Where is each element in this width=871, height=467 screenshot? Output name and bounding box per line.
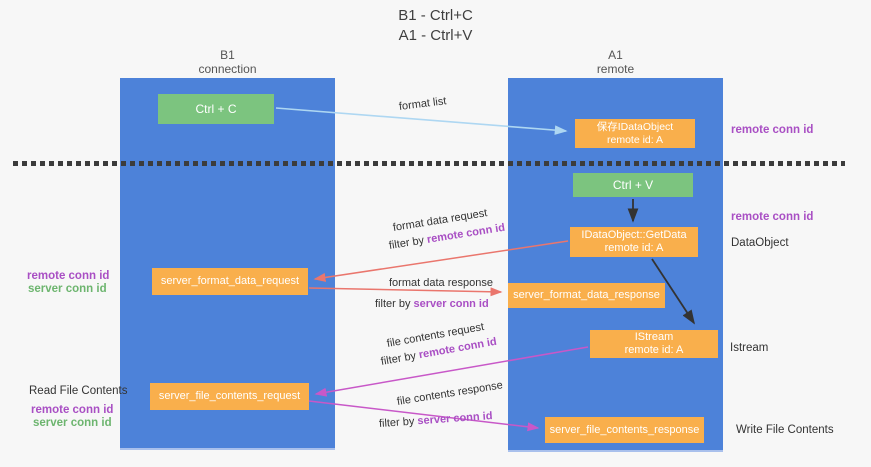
left-remote-conn-id-2: remote conn id bbox=[31, 404, 114, 416]
left-server-conn-id-2: server conn id bbox=[33, 417, 112, 429]
server-file-contents-response-label: server_file_contents_response bbox=[549, 423, 700, 436]
filter-by-text: filter by bbox=[375, 298, 414, 310]
right-remote-conn-id-top: remote conn id bbox=[731, 124, 814, 136]
right-write-file-contents-label: Write File Contents bbox=[736, 424, 834, 436]
istream-box: IStream remote id: A bbox=[590, 330, 718, 358]
right-column-role: remote bbox=[596, 62, 635, 76]
right-istream-label: Istream bbox=[730, 342, 769, 354]
arrow-file-contents-request bbox=[314, 346, 589, 397]
arrow-file-contents-response bbox=[308, 400, 540, 432]
server-file-contents-response-box: server_file_contents_response bbox=[545, 417, 704, 443]
right-remote-conn-id-mid: remote conn id bbox=[731, 211, 814, 223]
left-read-file-contents-label: Read File Contents bbox=[29, 385, 128, 397]
ctrl-v-label: Ctrl + V bbox=[612, 178, 654, 192]
getdata-line2: remote id: A bbox=[604, 242, 664, 254]
right-column-name: A1 bbox=[608, 48, 623, 62]
server-format-data-response-box: server_format_data_response bbox=[508, 283, 665, 308]
istream-line1: IStream bbox=[634, 331, 674, 343]
label-filter-server-1: filter by server conn id bbox=[375, 298, 489, 310]
left-server-conn-id-1: server conn id bbox=[28, 283, 107, 295]
title-line-b1: B1 - Ctrl+C bbox=[398, 7, 473, 24]
getdata-line1: IDataObject::GetData bbox=[581, 229, 687, 241]
server-format-data-request-label: server_format_data_request bbox=[160, 275, 300, 287]
arrow-format-data-response bbox=[308, 287, 503, 297]
title-line-a1: A1 - Ctrl+V bbox=[398, 27, 473, 44]
idataobject-getdata-box: IDataObject::GetData remote id: A bbox=[570, 227, 698, 257]
left-column-header: B1 connection bbox=[120, 48, 335, 76]
saved-dataobject-line1: 保存IDataObject bbox=[596, 120, 674, 133]
server-format-data-response-label: server_format_data_response bbox=[513, 289, 660, 301]
ctrl-c-box: Ctrl + C bbox=[158, 94, 274, 124]
ctrl-v-box: Ctrl + V bbox=[573, 173, 693, 197]
server-conn-id-text: server conn id bbox=[413, 298, 489, 310]
right-dataobject-label: DataObject bbox=[731, 237, 789, 249]
server-file-contents-request-label: server_file_contents_request bbox=[158, 390, 301, 402]
left-column-name: B1 bbox=[220, 48, 235, 62]
left-remote-conn-id-1: remote conn id bbox=[27, 270, 110, 282]
istream-line2: remote id: A bbox=[624, 344, 684, 356]
left-column-role: connection bbox=[198, 62, 257, 76]
ctrl-c-label: Ctrl + C bbox=[195, 102, 237, 116]
phase-separator-dashed-line bbox=[13, 161, 845, 166]
arrow-format-data-request bbox=[313, 240, 569, 282]
saved-dataobject-line2: remote id: A bbox=[606, 133, 664, 146]
server-format-data-request-box: server_format_data_request bbox=[152, 268, 308, 295]
diagram-title: B1 - Ctrl+C A1 - Ctrl+V bbox=[0, 6, 871, 46]
arrow-format-list bbox=[275, 107, 568, 135]
right-column-header: A1 remote bbox=[508, 48, 723, 76]
arrow-getdata-to-istream bbox=[651, 258, 695, 325]
label-format-data-response: format data response bbox=[389, 277, 493, 289]
saved-dataobject-box: 保存IDataObject remote id: A bbox=[575, 119, 695, 148]
server-file-contents-request-box: server_file_contents_request bbox=[150, 383, 309, 410]
